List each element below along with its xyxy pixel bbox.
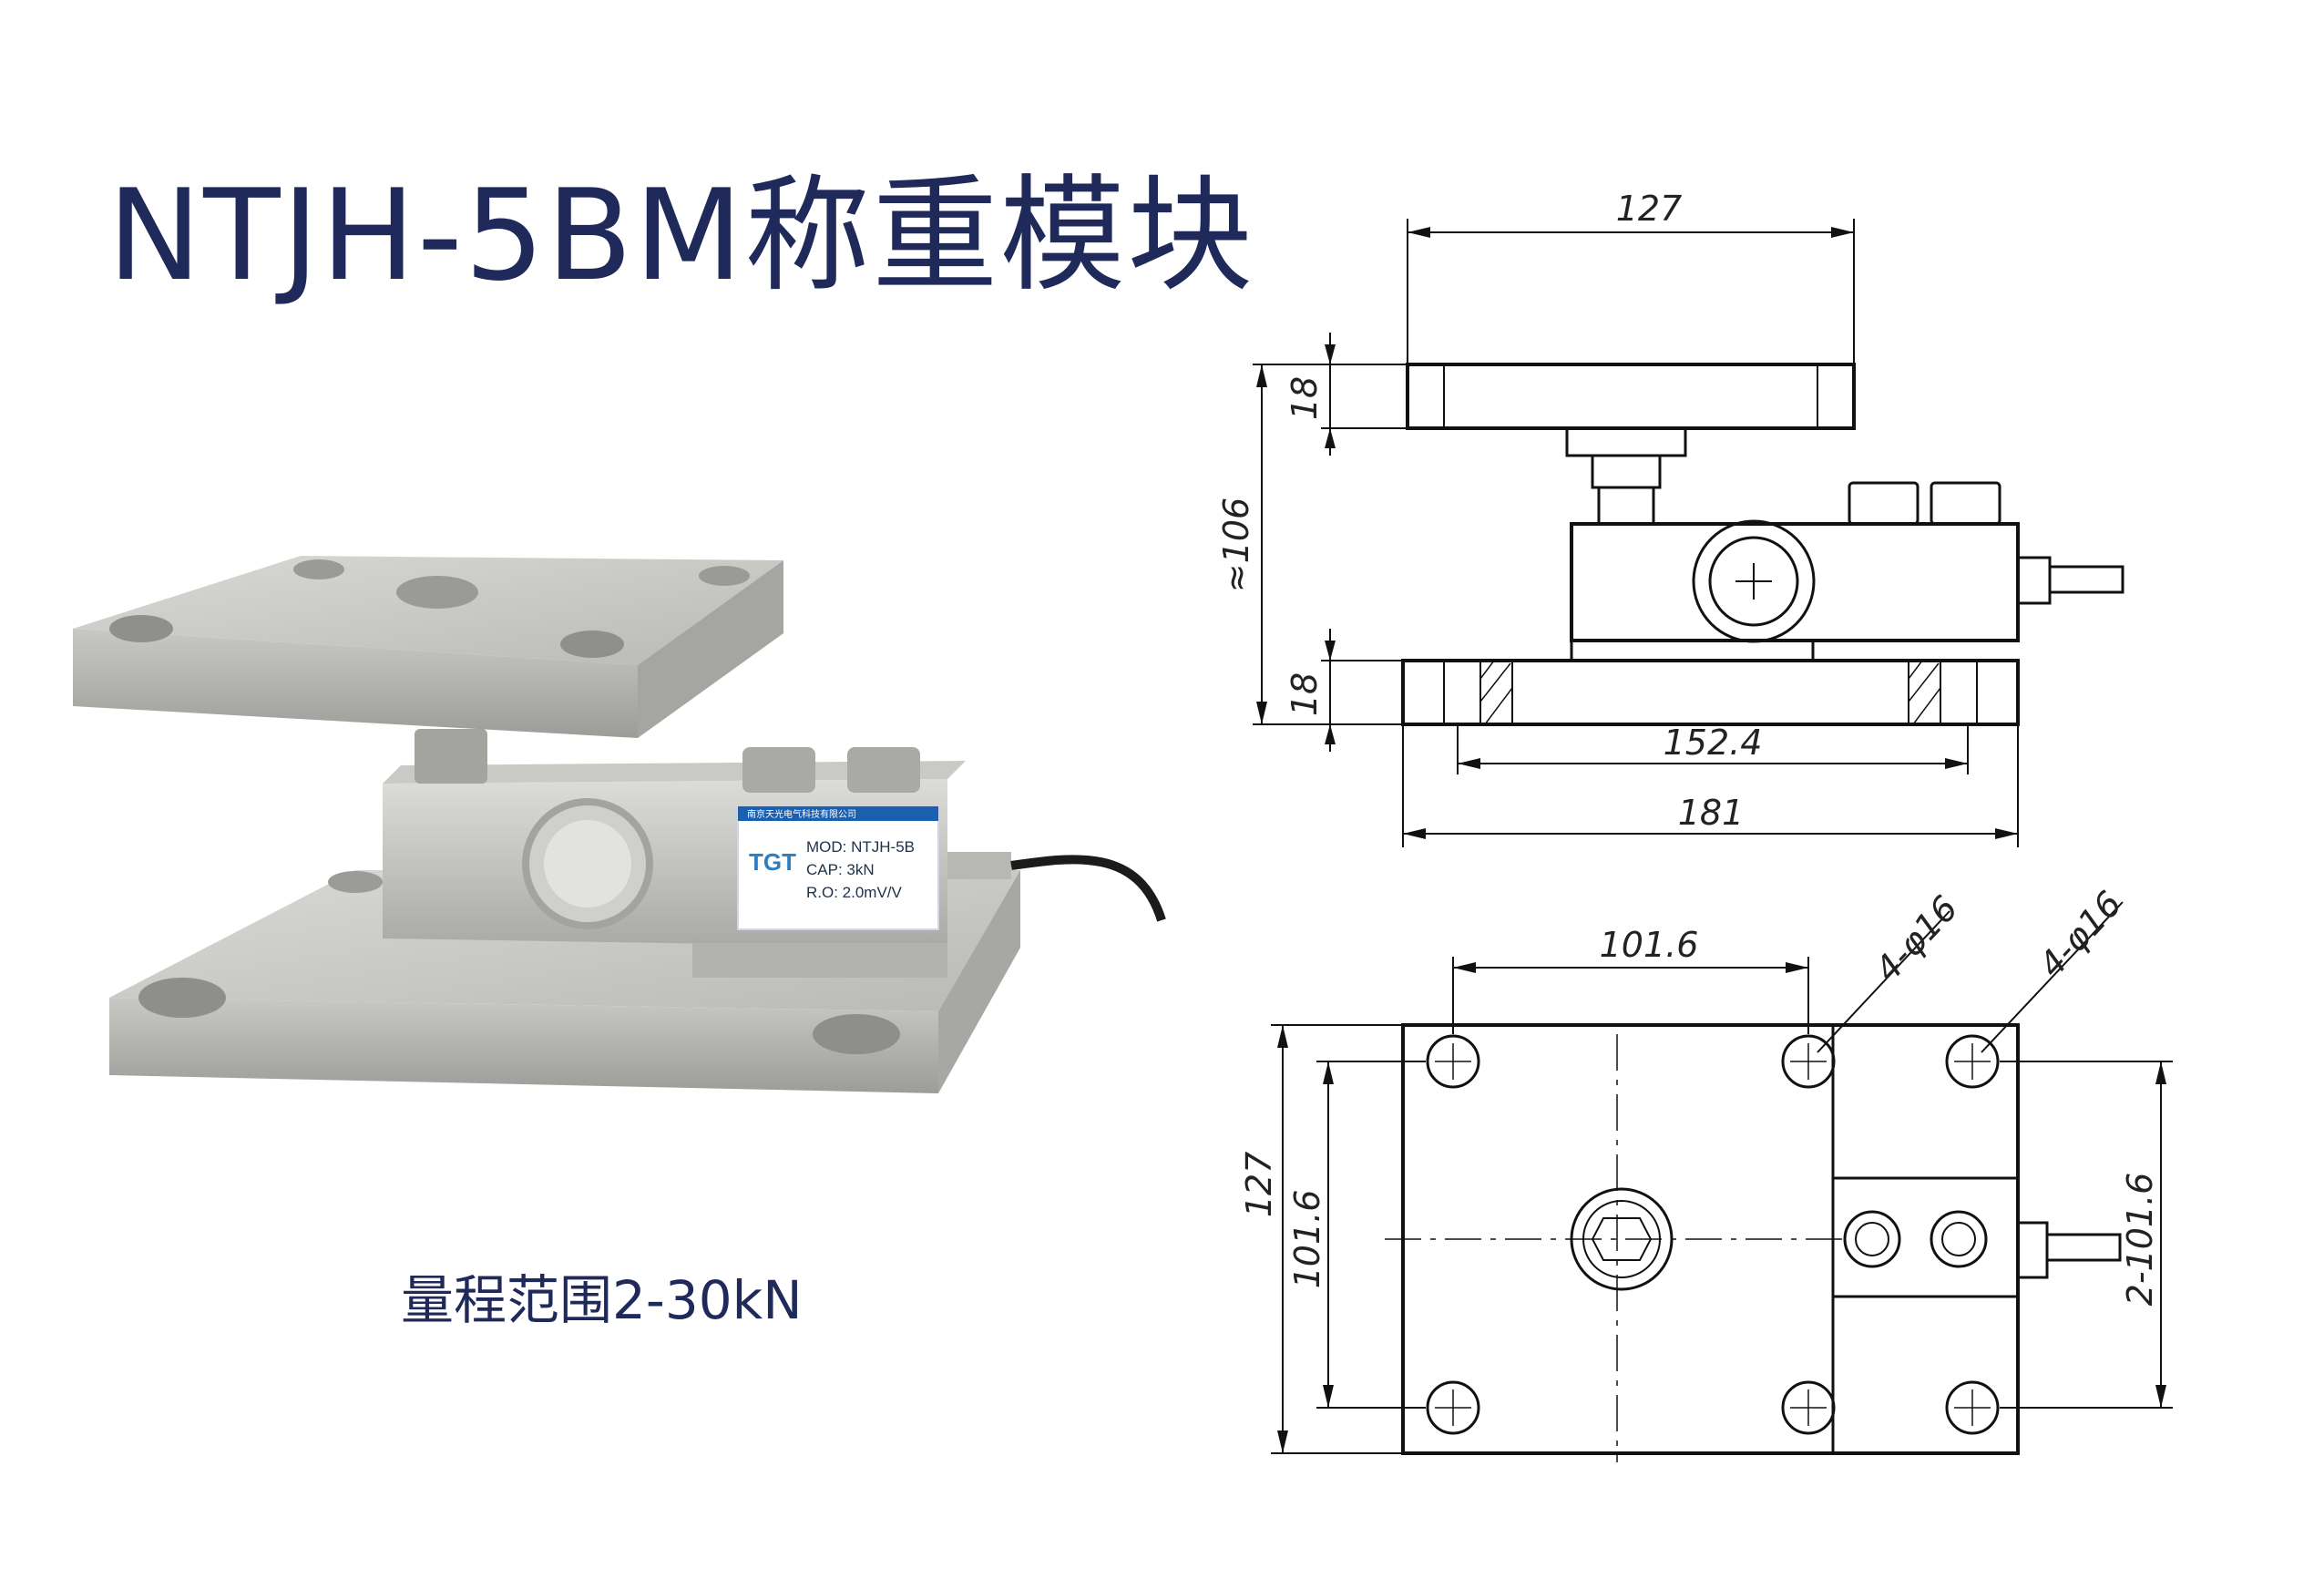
dim-top-width: 127 [1616,189,1683,229]
page-title: NTJH-5BM称重模块 [107,162,1255,309]
base-plate-front [109,998,938,1093]
side-load-cell [1570,522,2020,642]
label-cap: CAP: 3kN [806,861,875,878]
dim-top-hole-spacing-y-right: 2-101.6 [2120,1173,2160,1307]
product-label [737,805,939,930]
dim-top-hole-spacing-x: 101.6 [1600,925,1699,965]
top-view: 101.6 4-φ16 4-φ16 127 101.6 2-101.6 [1239,884,2173,1462]
label-mod: MOD: NTJH-5B [806,838,915,856]
dim-base-thickness: 18 [1285,672,1325,716]
top-plate-front [73,629,638,738]
dim-hole-spacing: 152.4 [1664,723,1763,763]
side-base-plate [1401,659,2020,726]
range-caption: 量程范围2-30kN [401,1269,803,1331]
dim-base-width: 181 [1678,793,1745,833]
label-ro: R.O: 2.0mV/V [806,884,903,901]
label-logo: TGT [749,848,796,876]
dim-holes-left: 4-φ16 [1867,888,1965,989]
dim-top-hole-spacing-y: 101.6 [1287,1190,1327,1289]
label-company: 南京天光电气科技有限公司 [747,808,856,820]
dim-top-thickness: 18 [1285,376,1325,420]
side-view: 127 18 ≈106 18 152.4 181 [1216,189,2124,847]
base-plate-side [938,870,1020,1093]
dim-total-height: ≈106 [1216,497,1256,592]
side-top-plate [1406,363,1856,430]
dim-top-height: 127 [1239,1152,1279,1218]
dim-holes-right: 4-φ16 [2031,884,2129,985]
